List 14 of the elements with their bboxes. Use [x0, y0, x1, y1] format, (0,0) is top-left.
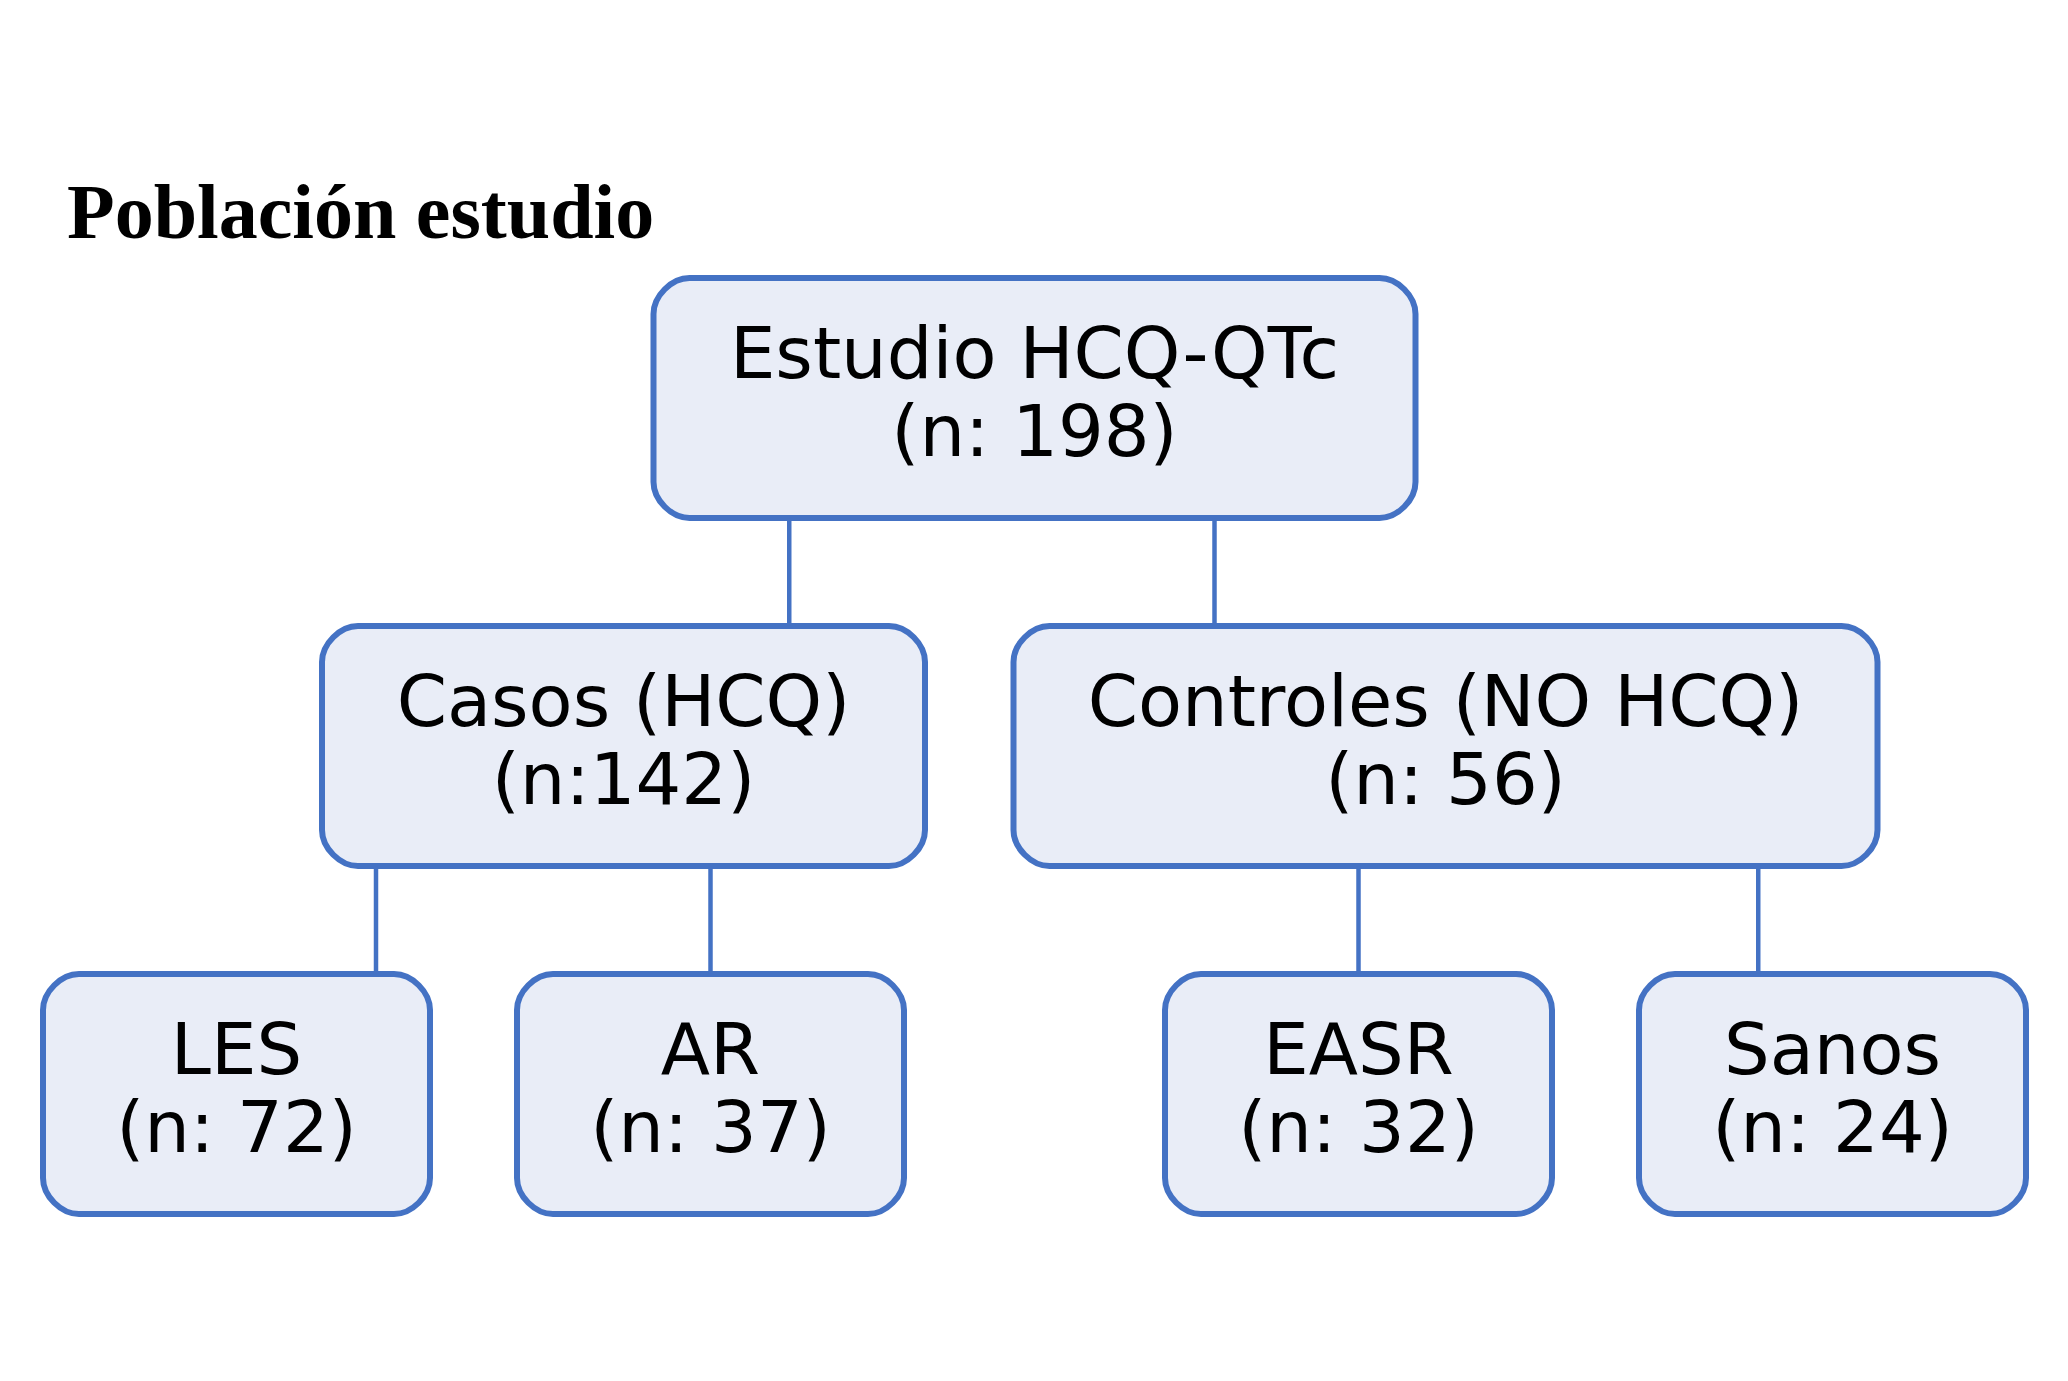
diagram-title: Población estudio: [66, 168, 654, 256]
node-box: Estudio HCQ-QTc (n: 198): [650, 275, 1418, 521]
connector: [1355, 866, 1361, 974]
connector: [373, 866, 378, 974]
node-box: Controles (NO HCQ) (n: 56): [1010, 623, 1880, 869]
node-box: Casos (HCQ) (n:142): [318, 623, 928, 869]
connector: [786, 518, 791, 626]
connector: [1755, 866, 1760, 974]
connector: [707, 866, 713, 974]
node-box: Sanos (n: 24): [1635, 971, 2029, 1217]
node-box: AR (n: 37): [513, 971, 907, 1217]
connector: [1211, 518, 1217, 626]
node-box: EASR (n: 32): [1161, 971, 1555, 1217]
node-box: LES (n: 72): [39, 971, 433, 1217]
